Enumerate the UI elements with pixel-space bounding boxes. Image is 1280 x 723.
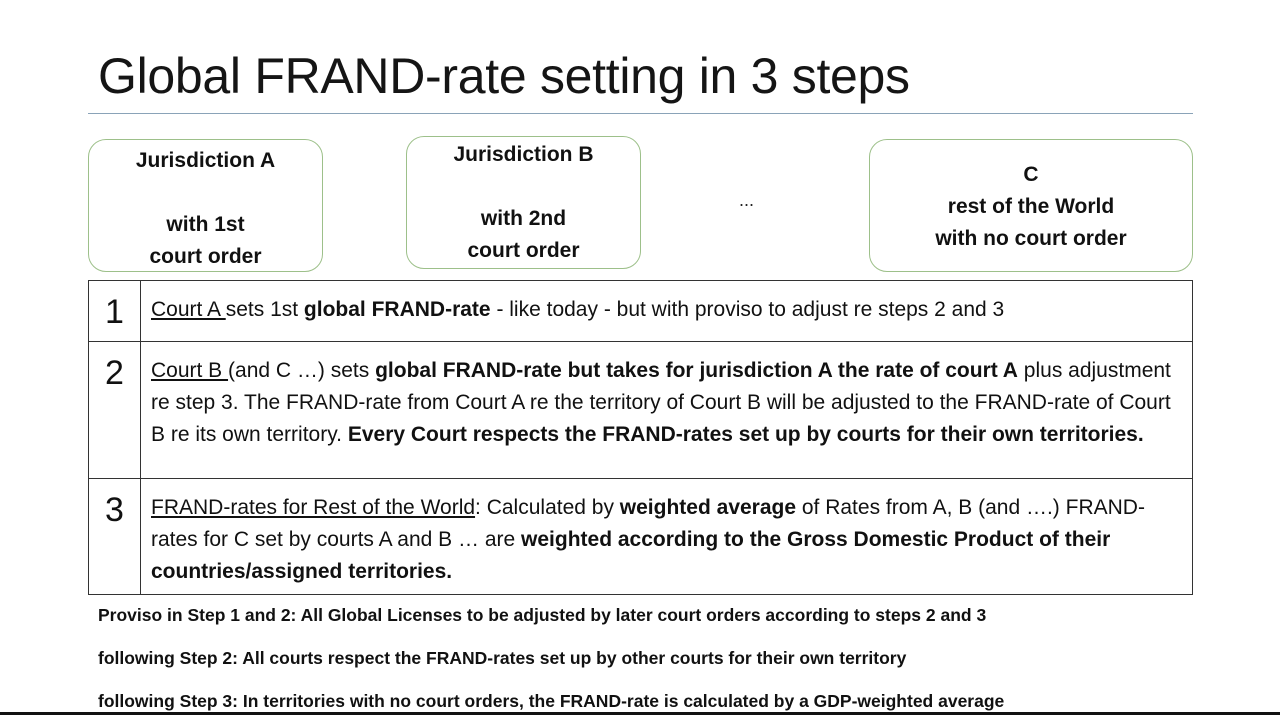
step-bold-text: global FRAND-rate bbox=[303, 298, 491, 321]
step-text-part: plus adjustment re step 3. The FRAND-rat… bbox=[151, 359, 1171, 446]
step-text-part: : Calculated by bbox=[475, 496, 620, 519]
step-text: FRAND-rates for Rest of the World: Calcu… bbox=[140, 478, 1193, 595]
jurisdiction-c-box: C rest of the World with no court order bbox=[869, 139, 1193, 272]
note-proviso: Proviso in Step 1 and 2: All Global Lice… bbox=[98, 605, 987, 625]
step-text-part: (and C …) sets bbox=[228, 359, 376, 382]
jurisdiction-a-order-line2: court order bbox=[149, 245, 262, 268]
step-number: 1 bbox=[88, 280, 141, 342]
more-jurisdictions-ellipsis: ... bbox=[739, 190, 755, 210]
step-bold-text: global FRAND-rate but takes for jurisdic… bbox=[375, 359, 1018, 382]
slide-title: Global FRAND-rate setting in 3 steps bbox=[98, 48, 910, 104]
step-bold-text: weighted average bbox=[619, 496, 797, 519]
jurisdiction-c-name: C bbox=[1023, 163, 1039, 186]
jurisdiction-b-spacer bbox=[407, 171, 640, 203]
step-row-2: 2 Court B (and C …) sets global FRAND-ra… bbox=[88, 341, 1193, 479]
steps-table: 1 Court A sets 1st global FRAND-rate - l… bbox=[88, 280, 1193, 595]
note-step-3: following Step 3: In territories with no… bbox=[98, 691, 1005, 711]
step-number: 2 bbox=[88, 341, 141, 479]
jurisdiction-a-order-line1: with 1st bbox=[166, 213, 245, 236]
step-term: FRAND-rates for Rest of the World bbox=[151, 496, 476, 519]
step-bold-text: Every Court respects the FRAND-rates set… bbox=[347, 423, 1144, 446]
jurisdiction-c-order: with no court order bbox=[935, 227, 1127, 250]
title-divider bbox=[88, 113, 1193, 114]
jurisdiction-a-box: Jurisdiction A with 1st court order bbox=[88, 139, 323, 272]
jurisdiction-b-box: Jurisdiction B with 2nd court order bbox=[406, 136, 641, 269]
step-text: Court A sets 1st global FRAND-rate - lik… bbox=[140, 280, 1193, 342]
step-row-1: 1 Court A sets 1st global FRAND-rate - l… bbox=[88, 280, 1193, 342]
step-text-part: - like today - but with proviso to adjus… bbox=[490, 298, 1005, 321]
jurisdiction-b-name: Jurisdiction B bbox=[453, 143, 594, 166]
step-term: Court B bbox=[151, 359, 229, 382]
step-text-part: sets 1st bbox=[225, 298, 304, 321]
bottom-divider bbox=[0, 712, 1280, 715]
step-term: Court A bbox=[151, 298, 226, 321]
step-row-3: 3 FRAND-rates for Rest of the World: Cal… bbox=[88, 478, 1193, 595]
jurisdiction-c-desc: rest of the World bbox=[947, 195, 1115, 218]
jurisdiction-a-name: Jurisdiction A bbox=[135, 149, 276, 172]
step-number: 3 bbox=[88, 478, 141, 595]
jurisdiction-b-order-line2: court order bbox=[467, 239, 580, 262]
jurisdiction-a-spacer bbox=[89, 177, 322, 209]
step-text: Court B (and C …) sets global FRAND-rate… bbox=[140, 341, 1193, 479]
notes-block: Proviso in Step 1 and 2: All Global Lice… bbox=[98, 594, 1004, 723]
note-step-2: following Step 2: All courts respect the… bbox=[98, 648, 907, 668]
step-text-part: of Rates from A, B (and ….) FRAND-rates … bbox=[151, 496, 1145, 551]
step-bold-text: weighted according to the Gross Domestic… bbox=[151, 528, 1111, 583]
jurisdiction-b-order-line1: with 2nd bbox=[480, 207, 567, 230]
